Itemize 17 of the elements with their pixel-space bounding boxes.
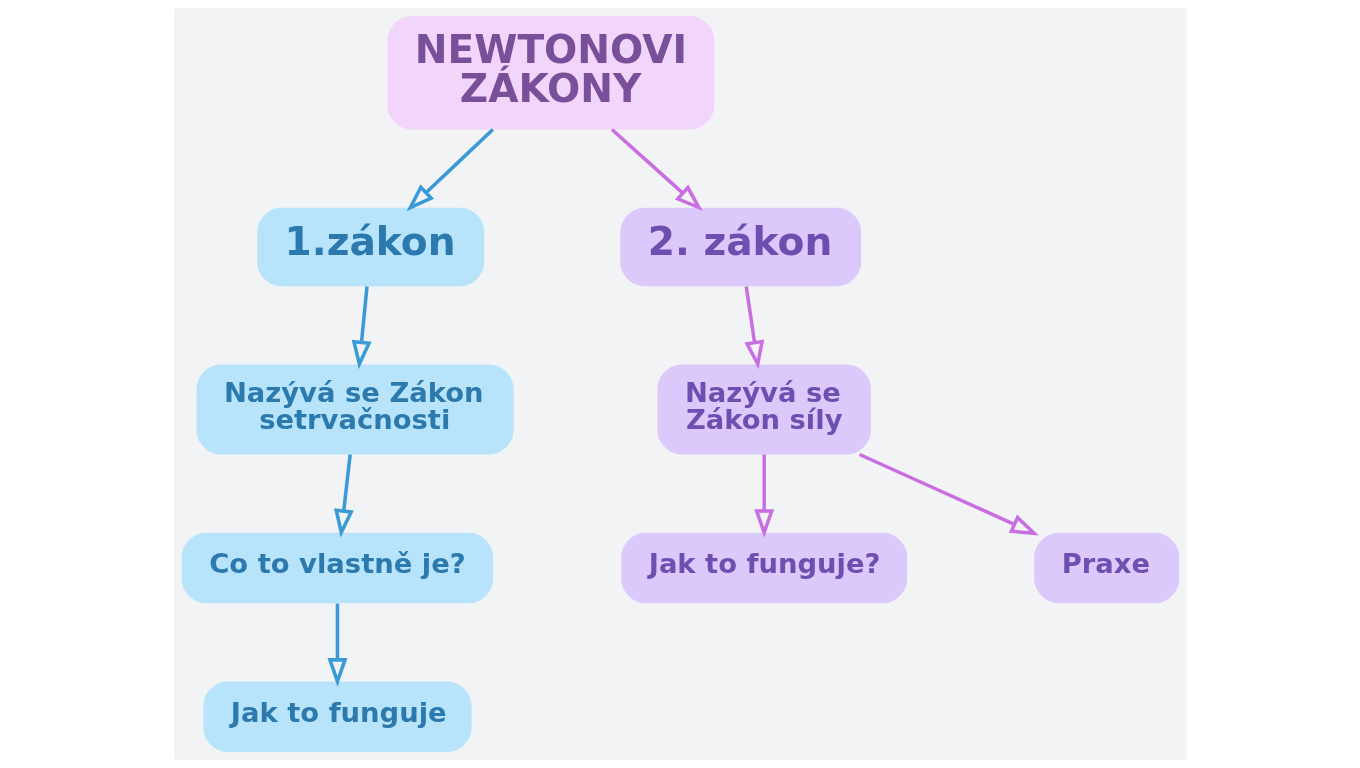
arrow: [858, 452, 1039, 536]
node-box: Nazývá se Zákon síly: [657, 364, 871, 455]
node-box: Jak to funguje?: [620, 532, 907, 604]
node-box: 1.zákon: [256, 207, 484, 287]
node-box: Praxe: [1033, 532, 1179, 604]
node-box: Jak to funguje: [202, 681, 472, 752]
arrow: [351, 286, 372, 370]
arrow: [610, 128, 703, 212]
arrow: [333, 454, 354, 538]
node-box: NEWTONOVI ZÁKONY: [386, 16, 714, 130]
arrow: [326, 603, 347, 687]
node-box: Co to vlastně je?: [181, 532, 493, 604]
arrow: [743, 286, 764, 370]
arrow: [753, 454, 774, 538]
arrow: [406, 128, 494, 212]
node-box: 2. zákon: [619, 207, 861, 287]
node-box: Nazývá se Zákon setrvačnosti: [196, 364, 514, 455]
